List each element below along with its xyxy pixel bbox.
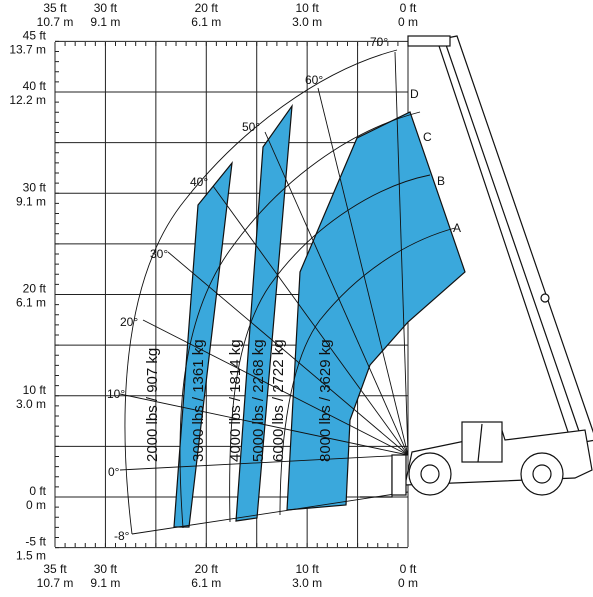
radial-40 <box>212 185 409 456</box>
axis-tick-label: 10.7 m <box>37 15 74 29</box>
radial-70 <box>394 51 409 456</box>
axis-tick-label: 40 ft <box>23 79 47 93</box>
axis-tick-label: 0 m <box>398 576 418 590</box>
axis-tick-label: 30 ft <box>94 562 118 576</box>
angle-labels: 70° 60° 50° 40° 30° 20° 10° 0° -8° <box>107 35 388 543</box>
radial-minus8 <box>131 491 409 535</box>
capacity-label: 4000 lbs / 1814 kg <box>227 339 244 462</box>
axis-tick-label: 0 ft <box>400 1 417 15</box>
axis-tick-label: 1.5 m <box>16 549 46 563</box>
extension-mark-b: B <box>437 174 445 188</box>
axis-tick-label: 0 m <box>398 15 418 29</box>
axis-tick-label: 10 ft <box>295 1 319 15</box>
radial-20 <box>142 319 409 456</box>
axis-tick-label: 12.2 m <box>9 93 46 107</box>
capacity-label: 2000 lbs / 907 kg <box>144 348 161 462</box>
axis-tick-label: 13.7 m <box>9 42 46 56</box>
radial-0 <box>119 454 409 471</box>
axis-tick-label: 9.1 m <box>90 576 120 590</box>
angle-label: 40° <box>190 175 208 189</box>
boom-pin <box>540 293 550 303</box>
capacity-labels: 2000 lbs / 907 kg 3000 lbs / 1361 kg 400… <box>144 339 334 462</box>
angle-label: 20° <box>120 315 138 329</box>
telehandler-icon <box>360 421 593 498</box>
telescopic-boom <box>407 35 593 445</box>
axis-tick-label: 0 ft <box>400 562 417 576</box>
arc-c <box>279 227 456 516</box>
capacity-label: 3000 lbs / 1361 kg <box>190 339 207 462</box>
extension-mark-d: D <box>410 87 419 101</box>
angle-label: 50° <box>242 120 260 134</box>
axis-tick-label: 6.1 m <box>191 15 221 29</box>
axis-tick-label: 6.1 m <box>16 296 46 310</box>
front-wheel-hub <box>420 464 440 484</box>
capacity-label: 5000 lbs / 2268 kg <box>250 339 267 462</box>
axis-tick-label: 45 ft <box>23 28 47 42</box>
capacity-zones <box>173 103 466 528</box>
radial-10 <box>119 393 409 456</box>
capacity-label: 6000 lbs / 2722 kg <box>270 339 287 462</box>
axis-tick-label: 35 ft <box>43 1 67 15</box>
axis-tick-label: 9.1 m <box>90 15 120 29</box>
carriage <box>391 454 407 496</box>
radial-60 <box>317 87 409 456</box>
axis-tick-label: 10.7 m <box>37 576 74 590</box>
axis-tick-label: 6.1 m <box>191 576 221 590</box>
axis-tick-label: 3.0 m <box>292 576 322 590</box>
angle-label: 0° <box>108 465 120 479</box>
axis-tick-label: 10 ft <box>23 383 47 397</box>
radial-30 <box>167 251 409 456</box>
boom-inner-line <box>444 41 583 441</box>
axis-tick-label: 3.0 m <box>16 397 46 411</box>
axis-tick-label: 30 ft <box>94 1 118 15</box>
axis-tick-label: 30 ft <box>23 180 47 194</box>
axis-tick-label: 20 ft <box>195 1 219 15</box>
axis-tick-label: 10 ft <box>295 562 319 576</box>
arc-a <box>179 111 421 529</box>
zone-4000-5000-lbs <box>235 103 293 522</box>
angle-label: 70° <box>370 35 388 49</box>
zone-3000-lbs <box>173 161 233 528</box>
axis-tick-label: 9.1 m <box>16 194 46 208</box>
arc-b <box>229 174 431 523</box>
extension-mark-a: A <box>453 221 461 235</box>
axis-tick-label: -5 ft <box>25 535 46 549</box>
extension-marks: D C B A <box>410 87 461 235</box>
angle-label: 10° <box>107 387 125 401</box>
axis-tick-label: 20 ft <box>23 282 47 296</box>
axis-tick-label: 20 ft <box>195 562 219 576</box>
capacity-label: 8000 lbs / 3629 kg <box>317 339 334 462</box>
axis-tick-label: 35 ft <box>43 562 67 576</box>
angle-label: 30° <box>150 247 168 261</box>
angle-label: -8° <box>114 529 130 543</box>
zone-8000-lbs <box>286 111 466 511</box>
cab-pillar <box>477 423 483 463</box>
boom-head <box>407 35 451 47</box>
outer-arc <box>124 49 398 535</box>
angle-label: 60° <box>305 73 323 87</box>
axis-tick-label: 0 ft <box>29 484 46 498</box>
extension-mark-c: C <box>423 130 432 144</box>
axis-tick-label: 0 m <box>26 498 46 512</box>
rear-wheel-hub <box>532 464 552 484</box>
angle-arcs <box>119 49 456 535</box>
axis-tick-label: 3.0 m <box>292 15 322 29</box>
radial-50 <box>264 131 409 456</box>
